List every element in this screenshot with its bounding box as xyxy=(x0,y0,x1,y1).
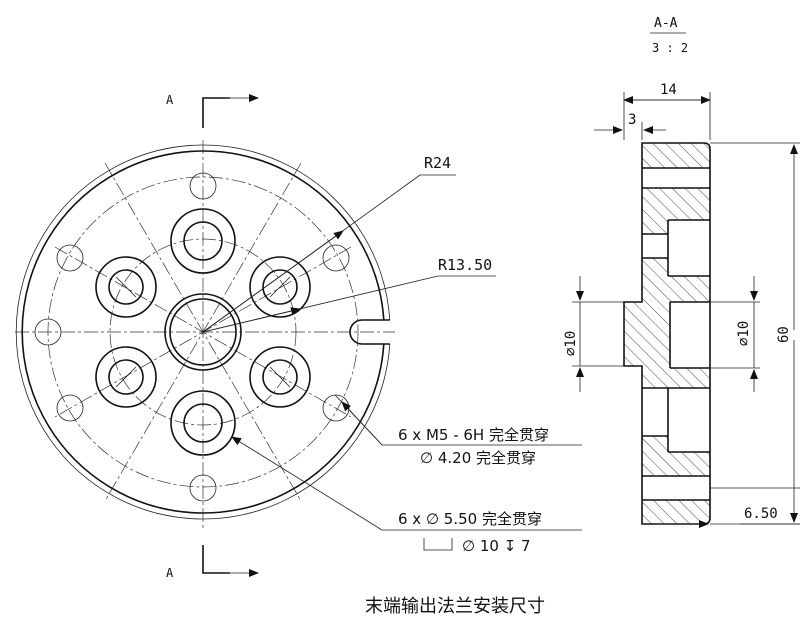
section-outline xyxy=(623,142,711,525)
dim-bottom-offset: 6.50 xyxy=(656,487,800,528)
threaded-hole-ll xyxy=(95,346,157,408)
dim-overall-height: 60 xyxy=(710,142,800,525)
mount-hole xyxy=(34,318,62,346)
section-hatch-bottom xyxy=(642,500,710,524)
center-bore xyxy=(164,293,242,371)
inner-pitch-circle xyxy=(109,238,297,426)
counterbore-symbol xyxy=(423,538,453,551)
radius-r24-callout: R24 xyxy=(202,154,456,333)
threaded-hole-ur xyxy=(249,256,311,318)
front-view: A A R24 R13.50 6 x M5 - 6H 完全贯穿 ∅ xyxy=(15,93,582,580)
slot-notch xyxy=(349,319,390,345)
counterbore-line1: 6 x ∅ 5.50 完全贯穿 xyxy=(398,510,542,528)
mount-hole xyxy=(189,172,217,200)
radius-r24-label: R24 xyxy=(424,154,451,172)
dim-step-label: 3 xyxy=(628,112,636,128)
section-hatch-upper2 xyxy=(642,188,710,234)
mount-hole xyxy=(322,244,350,272)
tapped-hole-callout: 6 x M5 - 6H 完全贯穿 ∅ 4.20 完全贯穿 xyxy=(334,394,582,467)
outer-rim xyxy=(15,144,391,520)
dim-thickness-label: 14 xyxy=(660,82,677,98)
dim-step: 3 xyxy=(594,112,666,140)
counterbore-hole-top xyxy=(170,208,236,274)
section-label: A-A xyxy=(654,16,678,31)
section-hatch-lower xyxy=(642,436,710,476)
counterbore-line2: ∅ 10 ↧ 7 xyxy=(462,537,531,555)
section-marker-bottom: A xyxy=(166,545,259,580)
section-internal-edges xyxy=(642,167,710,501)
section-marker-top-label: A xyxy=(166,93,174,107)
dim-left-diameter: ∅10 xyxy=(563,276,624,392)
outer-profile xyxy=(21,150,385,514)
section-marker-bottom-label: A xyxy=(166,566,174,580)
dim-bore-diameter: ∅10 xyxy=(710,276,760,392)
mount-hole xyxy=(56,394,84,422)
mount-hole xyxy=(56,244,84,272)
threaded-hole-ul xyxy=(95,256,157,318)
tapped-hole-line1: 6 x M5 - 6H 完全贯穿 xyxy=(398,426,549,444)
radius-r1350-label: R13.50 xyxy=(438,256,492,274)
tapped-hole-line2: ∅ 4.20 完全贯穿 xyxy=(420,449,536,467)
threaded-hole-lr xyxy=(249,346,311,408)
bolt-circle xyxy=(47,176,359,488)
dim-overall-height-label: 60 xyxy=(776,326,792,343)
section-hatch-mid xyxy=(624,258,710,388)
dim-thickness: 14 xyxy=(623,82,711,140)
counterbore-hole-bottom xyxy=(170,390,236,456)
mount-hole xyxy=(189,474,217,502)
section-marker-top: A xyxy=(166,93,259,128)
dim-bore-diameter-label: ∅10 xyxy=(736,321,752,346)
dim-bottom-offset-label: 6.50 xyxy=(744,506,778,522)
drawing-title: 末端输出法兰安装尺寸 xyxy=(365,596,545,617)
section-hatch-upper xyxy=(642,143,710,168)
section-view: A-A 3 : 2 xyxy=(563,16,800,528)
counterbore-callout: 6 x ∅ 5.50 完全贯穿 ∅ 10 ↧ 7 xyxy=(231,436,582,555)
radius-r1350-callout: R13.50 xyxy=(202,256,496,333)
section-scale: 3 : 2 xyxy=(652,41,688,55)
dim-left-diameter-label: ∅10 xyxy=(563,331,579,356)
